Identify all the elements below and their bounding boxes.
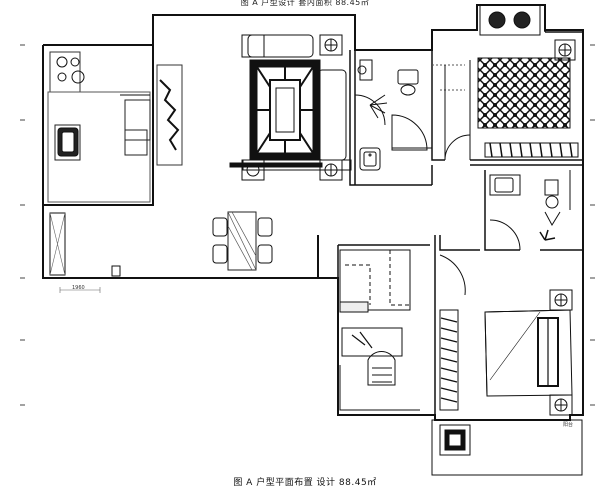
plan-top-caption: 图 A 户型设计 套内面积 88.45㎡	[240, 0, 370, 7]
washing-machine-icon	[439, 424, 471, 456]
bathroom-1	[354, 59, 432, 171]
dining-table-icon	[212, 211, 273, 271]
bedroom-2	[439, 254, 573, 416]
dimension-label: 1960	[72, 285, 85, 291]
bed-icon	[484, 309, 573, 397]
toilet-icon	[397, 69, 419, 96]
bed-icon	[477, 57, 571, 129]
shower-icon	[354, 94, 388, 126]
plan-bottom-caption: 图 A 户型平面布置 设计 88.45㎡	[233, 478, 377, 488]
bathroom-2	[489, 170, 571, 251]
balcony-label: 阳台	[563, 422, 574, 428]
entry-door	[49, 212, 121, 277]
balcony	[431, 419, 583, 476]
sink-icon	[57, 127, 79, 157]
carpet-icon	[249, 59, 321, 161]
lamp-icon	[241, 34, 343, 181]
wall-ticks	[20, 44, 595, 406]
dimension-line	[59, 287, 101, 293]
kitchen	[47, 51, 151, 203]
wardrobe-icon	[439, 309, 459, 411]
toilet-icon	[544, 179, 561, 227]
sink-icon	[363, 151, 377, 167]
desk-icon	[341, 327, 403, 386]
study-room	[339, 249, 420, 411]
bedroom-1	[432, 4, 579, 161]
sink-icon	[494, 177, 514, 193]
wardrobe-icon	[484, 142, 579, 158]
living-room	[156, 34, 352, 181]
plant-icon	[488, 11, 531, 29]
stove-icon	[56, 56, 85, 84]
